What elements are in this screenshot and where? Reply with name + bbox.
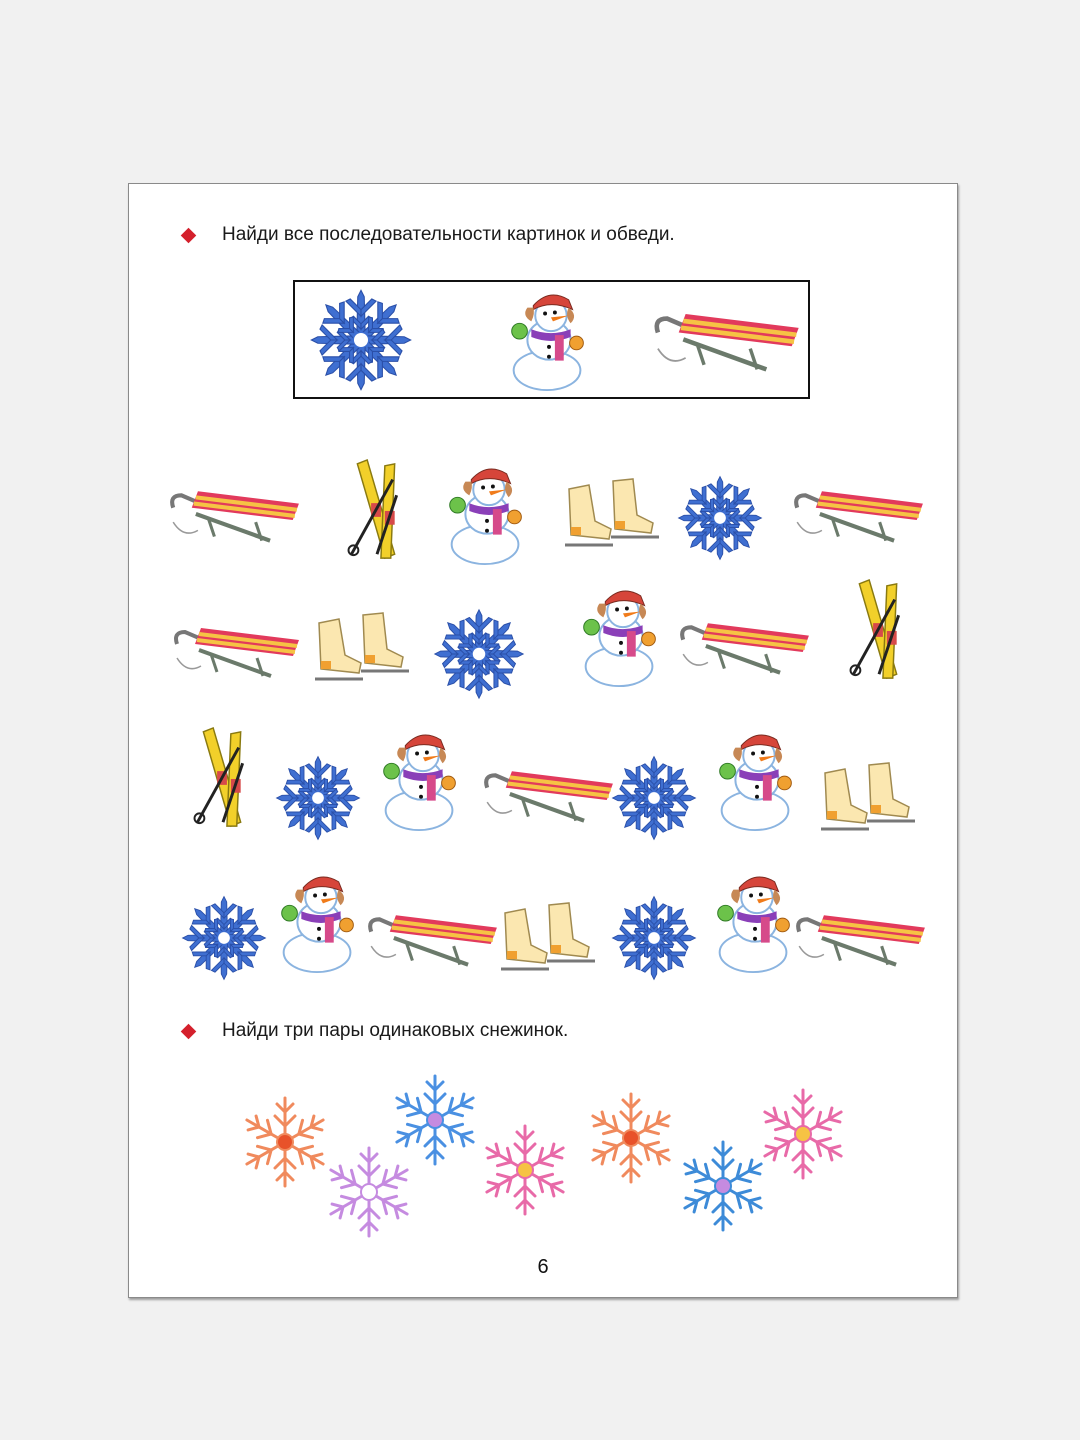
sled-icon[interactable] xyxy=(167,464,301,572)
snowflake-icon[interactable] xyxy=(179,884,269,992)
snowflake-icon[interactable] xyxy=(273,744,363,852)
skates-icon[interactable] xyxy=(805,750,925,858)
task-2-text: Найди три пары одинаковых снежинок. xyxy=(222,1020,569,1041)
sample-sequence-box xyxy=(293,280,810,399)
task-2: Найди три пары одинаковых снежинок. xyxy=(180,1020,569,1042)
task-1: Найди все последовательности картинок и … xyxy=(180,224,675,246)
snowflake-icon[interactable] xyxy=(475,1120,575,1220)
snowflake-icon[interactable] xyxy=(431,600,527,708)
snowflake-icon[interactable] xyxy=(319,1142,419,1242)
snowman-icon[interactable] xyxy=(427,460,547,568)
sled-icon xyxy=(651,290,801,398)
sled-icon[interactable] xyxy=(365,888,499,996)
snowflake-icon[interactable] xyxy=(235,1092,335,1192)
snowflake-icon[interactable] xyxy=(385,1070,485,1170)
skates-icon[interactable] xyxy=(485,890,605,998)
sled-icon[interactable] xyxy=(171,600,301,708)
sled-icon[interactable] xyxy=(793,888,927,996)
sled-icon[interactable] xyxy=(677,596,811,704)
snowflake-icon xyxy=(301,286,421,394)
snowflake-icon[interactable] xyxy=(609,744,699,852)
skates-icon[interactable] xyxy=(299,600,419,708)
skates-icon[interactable] xyxy=(549,466,669,574)
skis-icon[interactable] xyxy=(317,456,437,564)
snowman-icon[interactable] xyxy=(361,726,481,834)
skis-icon[interactable] xyxy=(173,724,273,832)
snowman-icon[interactable] xyxy=(697,726,817,834)
task-1-text: Найди все последовательности картинок и … xyxy=(222,224,675,245)
page-number: 6 xyxy=(537,1256,549,1278)
workbook-page: Найди все последовательности картинок и … xyxy=(128,183,958,1298)
bullet-icon xyxy=(180,1023,197,1039)
snowflake-icon[interactable] xyxy=(675,464,765,572)
sled-icon[interactable] xyxy=(481,744,615,852)
snowflake-icon[interactable] xyxy=(753,1084,853,1184)
snowflake-icon[interactable] xyxy=(609,884,699,992)
skis-icon[interactable] xyxy=(819,576,939,684)
snowman-icon[interactable] xyxy=(259,868,379,976)
snowman-icon xyxy=(489,286,609,394)
sled-icon[interactable] xyxy=(791,464,925,572)
snowflake-icon[interactable] xyxy=(581,1088,681,1188)
snowflake-icon[interactable] xyxy=(673,1136,773,1236)
snowman-icon[interactable] xyxy=(561,582,681,690)
bullet-icon xyxy=(180,227,197,243)
